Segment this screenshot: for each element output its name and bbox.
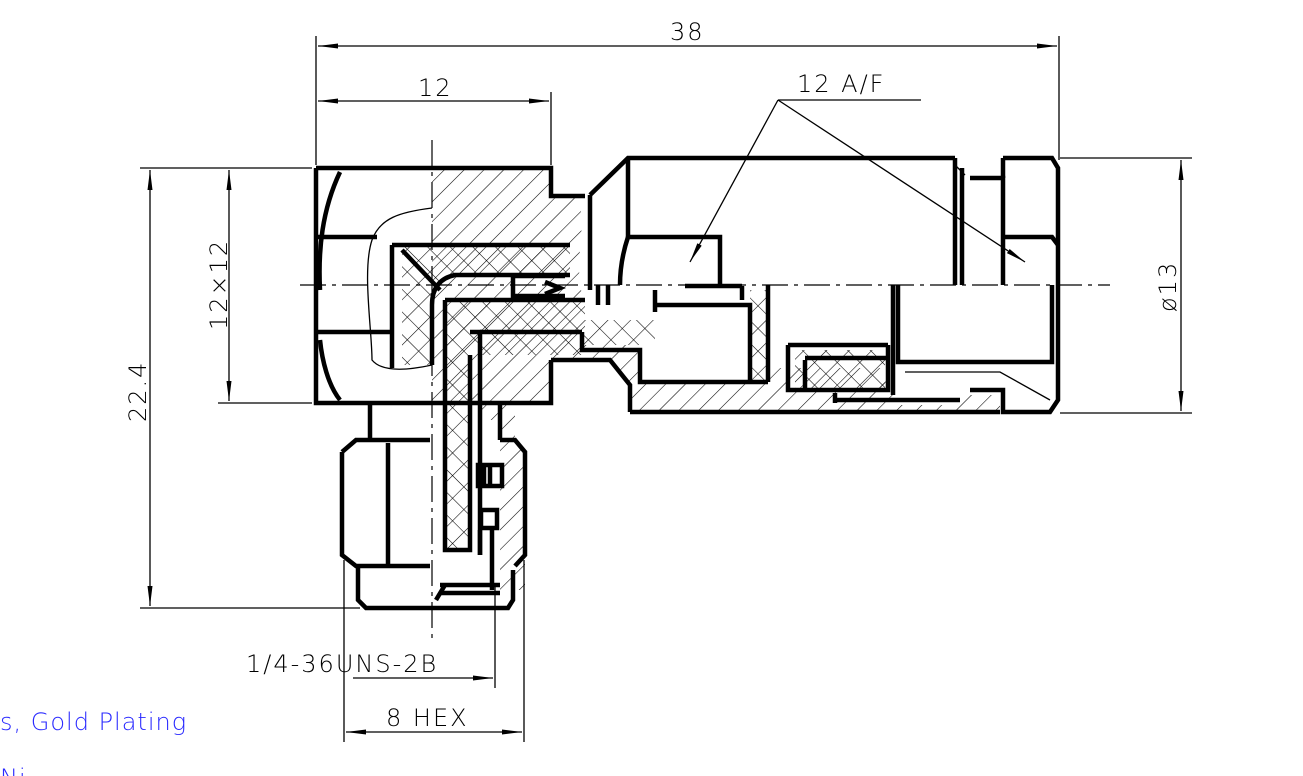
- dimension-label-38: 38: [670, 18, 705, 46]
- centerlines: [300, 140, 1110, 640]
- housing-body: [585, 155, 1061, 415]
- dimension-label-12: 12: [418, 74, 453, 102]
- dimension-label-22-4: 22.4: [124, 361, 152, 422]
- dimension-label-hex: 8 HEX: [386, 704, 469, 732]
- dimension-flange-width: 12: [318, 74, 552, 165]
- dimension-label-across-flats: 12 A/F: [797, 70, 885, 98]
- dimension-overall-length: 38: [315, 18, 1060, 165]
- dimension-overall-height: 22.4: [124, 167, 360, 609]
- center-contact: [510, 273, 745, 305]
- dimension-thread: 1/4-36UNS-2B: [246, 585, 496, 688]
- leader-across-flats: 12 A/F: [689, 70, 1026, 263]
- dimension-hex: 8 HEX: [343, 560, 525, 742]
- dimension-label-12x12: 12×12: [205, 239, 233, 330]
- dimension-label-thread: 1/4-36UNS-2B: [246, 650, 438, 678]
- note-line-2: Ni ...: [0, 764, 61, 776]
- dimension-diameter: ø13: [1060, 157, 1192, 414]
- notes: s, Gold Plating Ni ...: [0, 708, 187, 776]
- dimension-flange-size: 12×12: [205, 170, 312, 404]
- lower-port: [339, 403, 528, 611]
- note-plating: s, Gold Plating: [0, 708, 187, 736]
- dimension-label-diameter: ø13: [1154, 261, 1182, 312]
